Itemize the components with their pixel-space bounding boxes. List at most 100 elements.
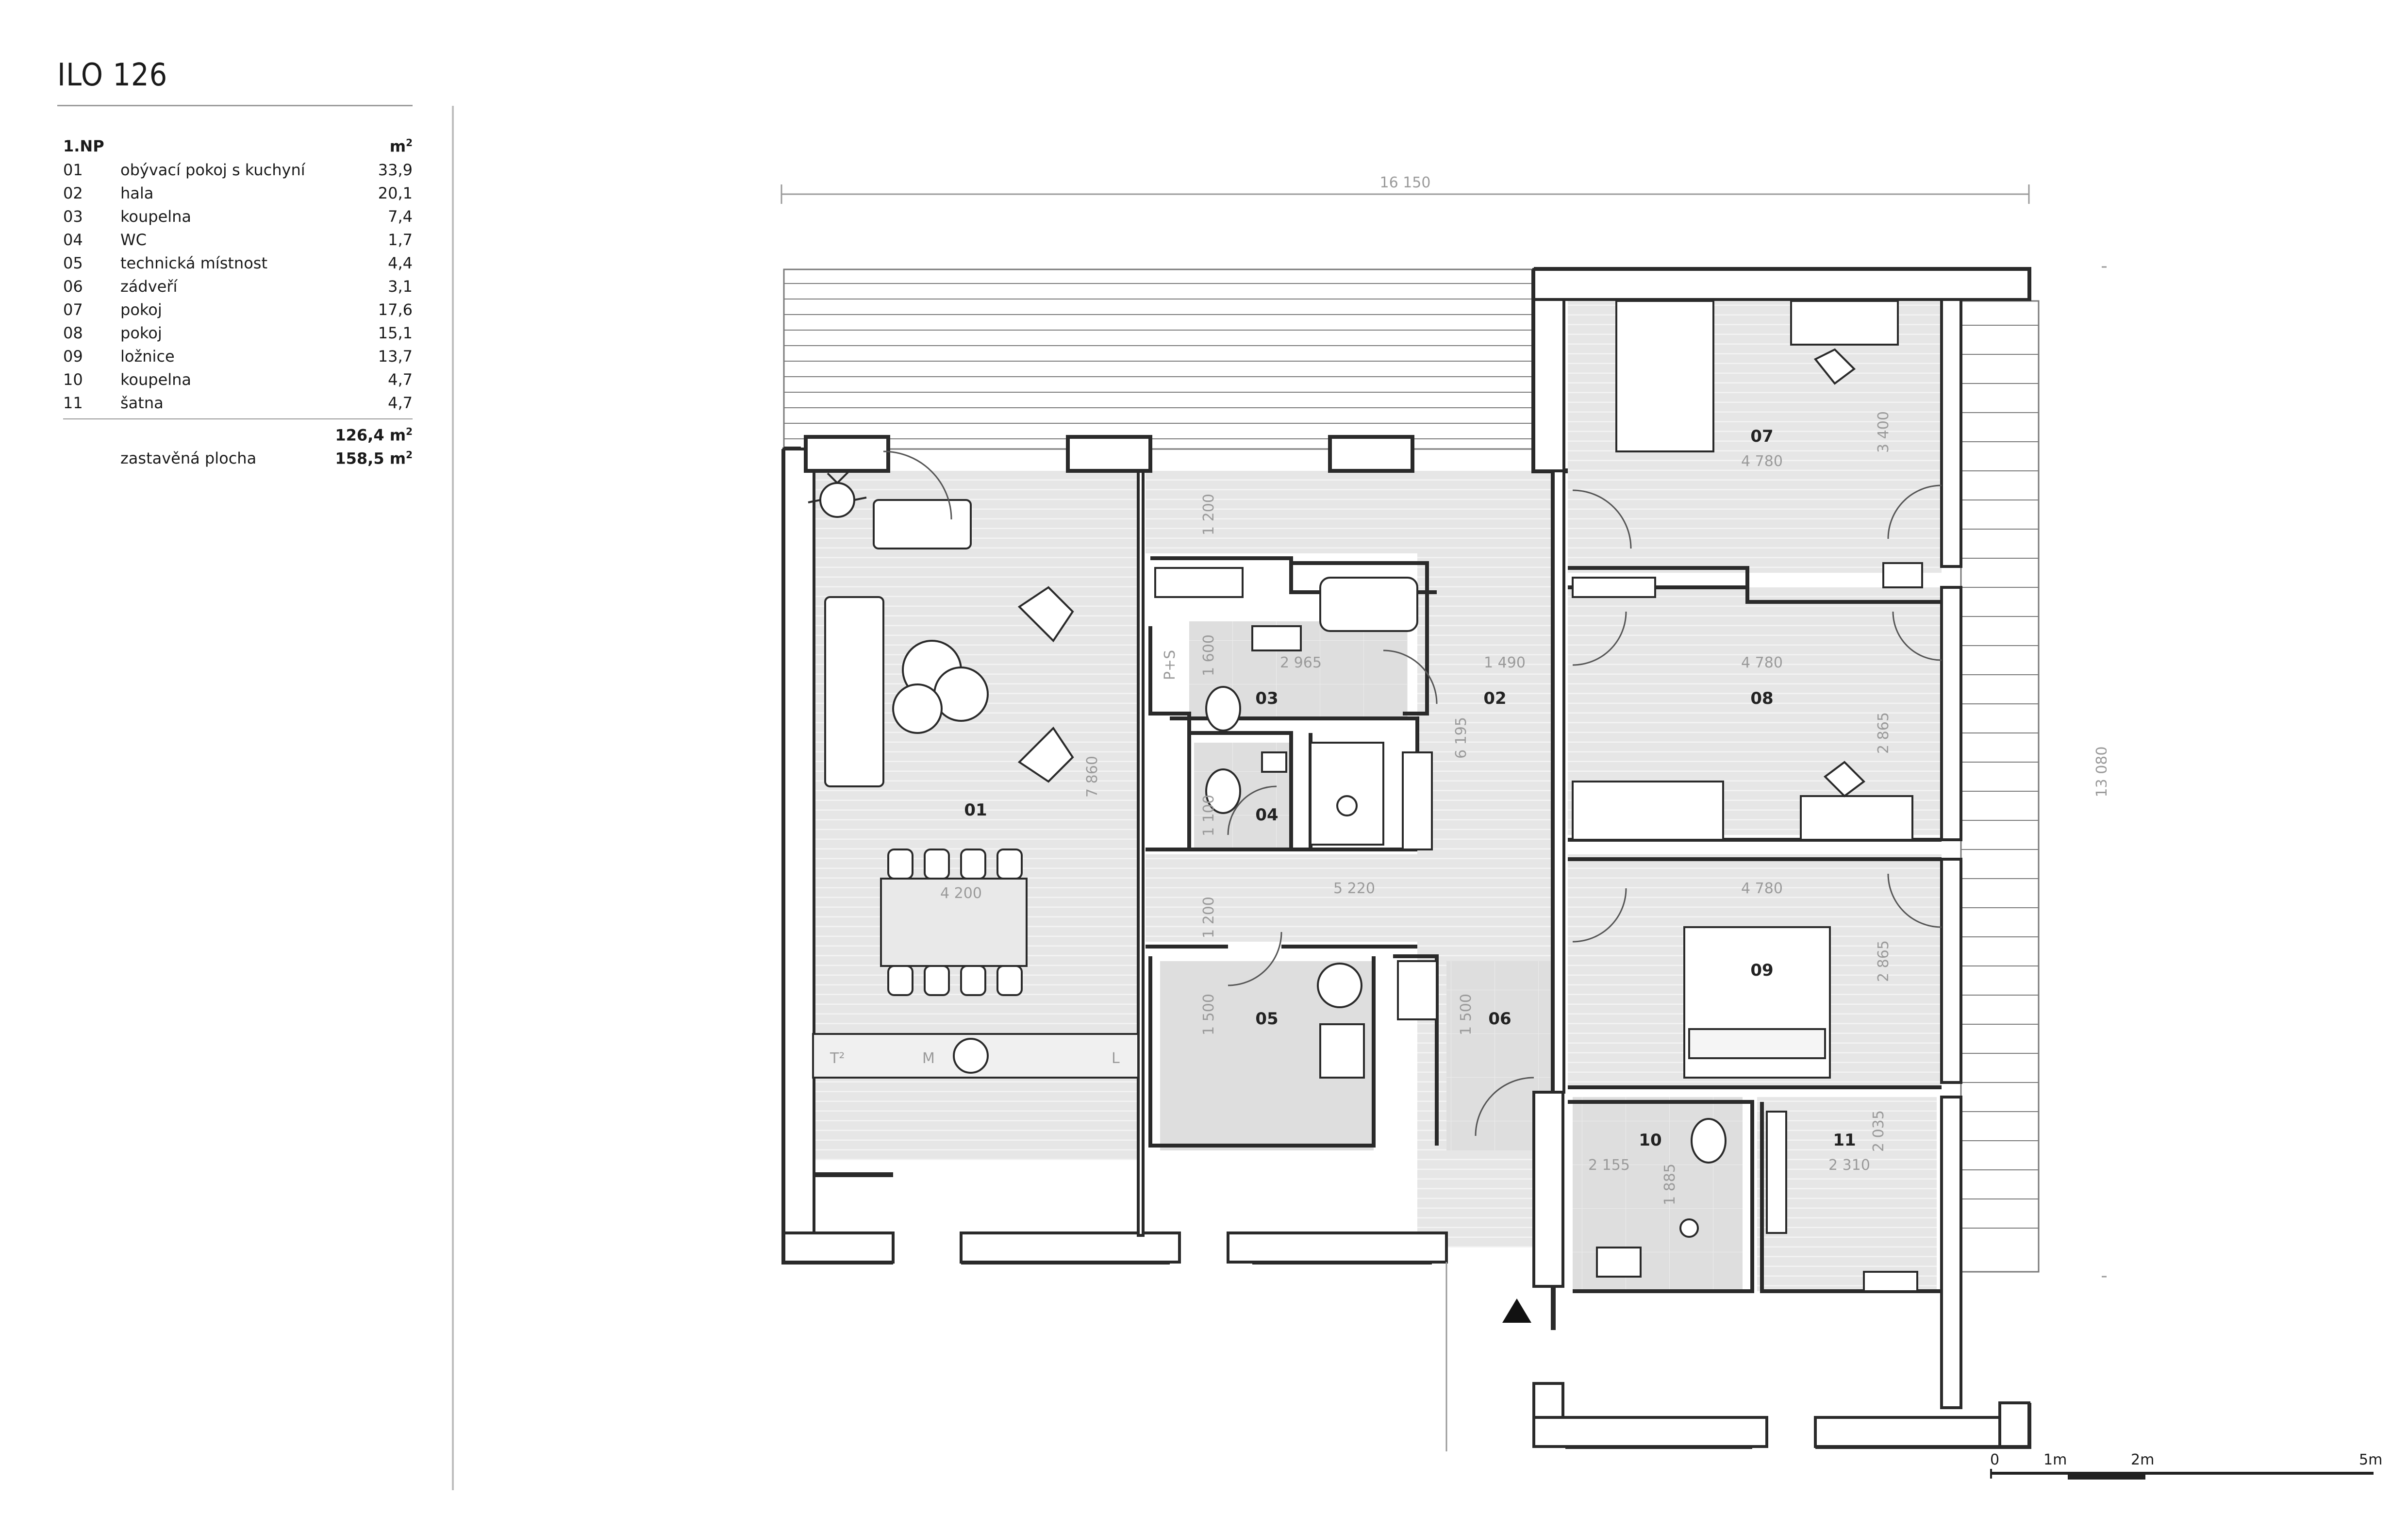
total-area: 126,4 m2: [335, 425, 413, 445]
room-name: technická místnost: [120, 254, 267, 272]
boiler: [1317, 963, 1362, 1008]
room-name: koupelna: [120, 370, 192, 389]
room-no: 09: [63, 347, 83, 366]
scale-label-5m: 5m: [2359, 1451, 2383, 1468]
kitchen-marks: T² M L: [830, 1050, 1120, 1067]
svg-text:T²: T²: [830, 1050, 845, 1067]
plant: [808, 470, 867, 518]
room-area: 7,4: [388, 207, 413, 226]
room-row: 02 hala 20,1: [63, 182, 413, 205]
svg-text:1 200: 1 200: [1200, 897, 1217, 938]
shower-drain: [1336, 795, 1358, 816]
overall-depth-label: 13 080: [2093, 747, 2107, 798]
chair-07: [1813, 348, 1856, 385]
svg-text:2 865: 2 865: [1875, 712, 1892, 754]
room-no: 10: [63, 370, 83, 389]
room-no: 07: [63, 300, 83, 319]
window-pier-2: [1066, 435, 1152, 473]
room-area: 4,4: [388, 254, 413, 272]
svg-text:1 200: 1 200: [1200, 494, 1217, 535]
floor-plan: 16 150 13 080: [621, 174, 2107, 1451]
room-label-04: 04: [1255, 805, 1278, 825]
washbasin-10: [1596, 1247, 1642, 1278]
bathtub: [1319, 577, 1418, 632]
shower-drain-10: [1679, 1218, 1699, 1238]
total-row: 126,4 m2: [63, 423, 413, 447]
svg-text:1 600: 1 600: [1200, 634, 1217, 676]
page-title: ILO 126: [57, 57, 168, 93]
svg-text:4 780: 4 780: [1741, 880, 1783, 897]
svg-text:1 500: 1 500: [1200, 994, 1217, 1035]
overall-width-dimension: 16 150: [781, 174, 2030, 204]
tech-room-05-fixtures: [1317, 963, 1365, 1079]
unit-header: m2: [389, 136, 413, 156]
room-schedule-header: 1.NP m2: [63, 134, 413, 158]
living-furniture: [808, 470, 1139, 1079]
scale-label-2m: 2m: [2131, 1451, 2155, 1468]
door-swings: [883, 450, 1942, 1136]
room-name: šatna: [120, 394, 164, 412]
room-label-11: 11: [1833, 1131, 1856, 1150]
room-labels: 01 02 03 04 05 06 07 08 09 10 11: [964, 427, 1856, 1150]
room-09-furniture: [1683, 926, 1831, 1079]
scale-bar: 0 1m 2m 5m: [1990, 1451, 2382, 1490]
dining-chairs: [887, 849, 1023, 996]
built-area-value: 158,5 m2: [335, 449, 413, 468]
room-no: 06: [63, 277, 83, 296]
washbasin-03: [1251, 625, 1302, 651]
svg-text:2 865: 2 865: [1875, 940, 1892, 982]
room-dimensions: 4 780 3 400 4 780 2 865 4 780 2 865 7 86…: [940, 411, 1892, 1205]
title-divider: [57, 105, 413, 106]
room-area: 17,6: [378, 300, 413, 319]
room-area: 4,7: [388, 394, 413, 412]
room-area: 20,1: [378, 184, 413, 202]
svg-text:L: L: [1112, 1050, 1120, 1067]
room-no: 04: [63, 231, 83, 249]
room-no: 03: [63, 207, 83, 226]
room-name: pokoj: [120, 324, 162, 342]
svg-text:4 780: 4 780: [1741, 453, 1783, 470]
pillows: [1688, 1028, 1826, 1059]
room-row: 11 šatna 4,7: [63, 391, 413, 415]
room-area: 33,9: [378, 161, 413, 179]
overall-depth-dimension: 13 080: [2093, 266, 2107, 1278]
toilet-04: [1205, 768, 1241, 814]
svg-text:6 195: 6 195: [1453, 717, 1470, 759]
terrace-deck: [783, 268, 1547, 450]
svg-text:1 490: 1 490: [1484, 654, 1526, 671]
desk-07: [1790, 300, 1899, 346]
room-label-07: 07: [1750, 427, 1773, 446]
sidebar-divider: [452, 106, 454, 1490]
svg-text:3 400: 3 400: [1875, 411, 1892, 453]
room-area: 1,7: [388, 231, 413, 249]
room-no: 02: [63, 184, 83, 202]
bathroom-10-fixtures: [1596, 1118, 1727, 1278]
room-name: pokoj: [120, 300, 162, 319]
closets: [1154, 562, 1923, 1292]
room-label-09: 09: [1750, 961, 1773, 980]
svg-text:2 035: 2 035: [1870, 1110, 1887, 1152]
washing-machine: [1319, 1023, 1365, 1079]
room-no: 11: [63, 394, 83, 412]
room-name: ložnice: [120, 347, 175, 366]
floor-label: 1.NP: [63, 137, 104, 155]
room-name: koupelna: [120, 207, 192, 226]
dining-table: [880, 878, 1028, 967]
scale-label-1m: 1m: [2043, 1451, 2067, 1468]
wc-04-fixtures: [1205, 751, 1287, 814]
toilet-10: [1691, 1118, 1727, 1164]
overall-width-label: 16 150: [1380, 174, 1431, 191]
room-row: 03 koupelna 7,4: [63, 205, 413, 228]
room-name: hala: [120, 184, 154, 202]
daybed: [873, 499, 972, 549]
svg-text:5 220: 5 220: [1333, 880, 1375, 897]
svg-text:7 860: 7 860: [1084, 756, 1101, 798]
sum-divider: [63, 418, 413, 419]
room-no: 01: [63, 161, 83, 179]
sofa: [824, 596, 884, 787]
chair-08: [1823, 761, 1866, 798]
armchair-2: [1017, 726, 1074, 783]
